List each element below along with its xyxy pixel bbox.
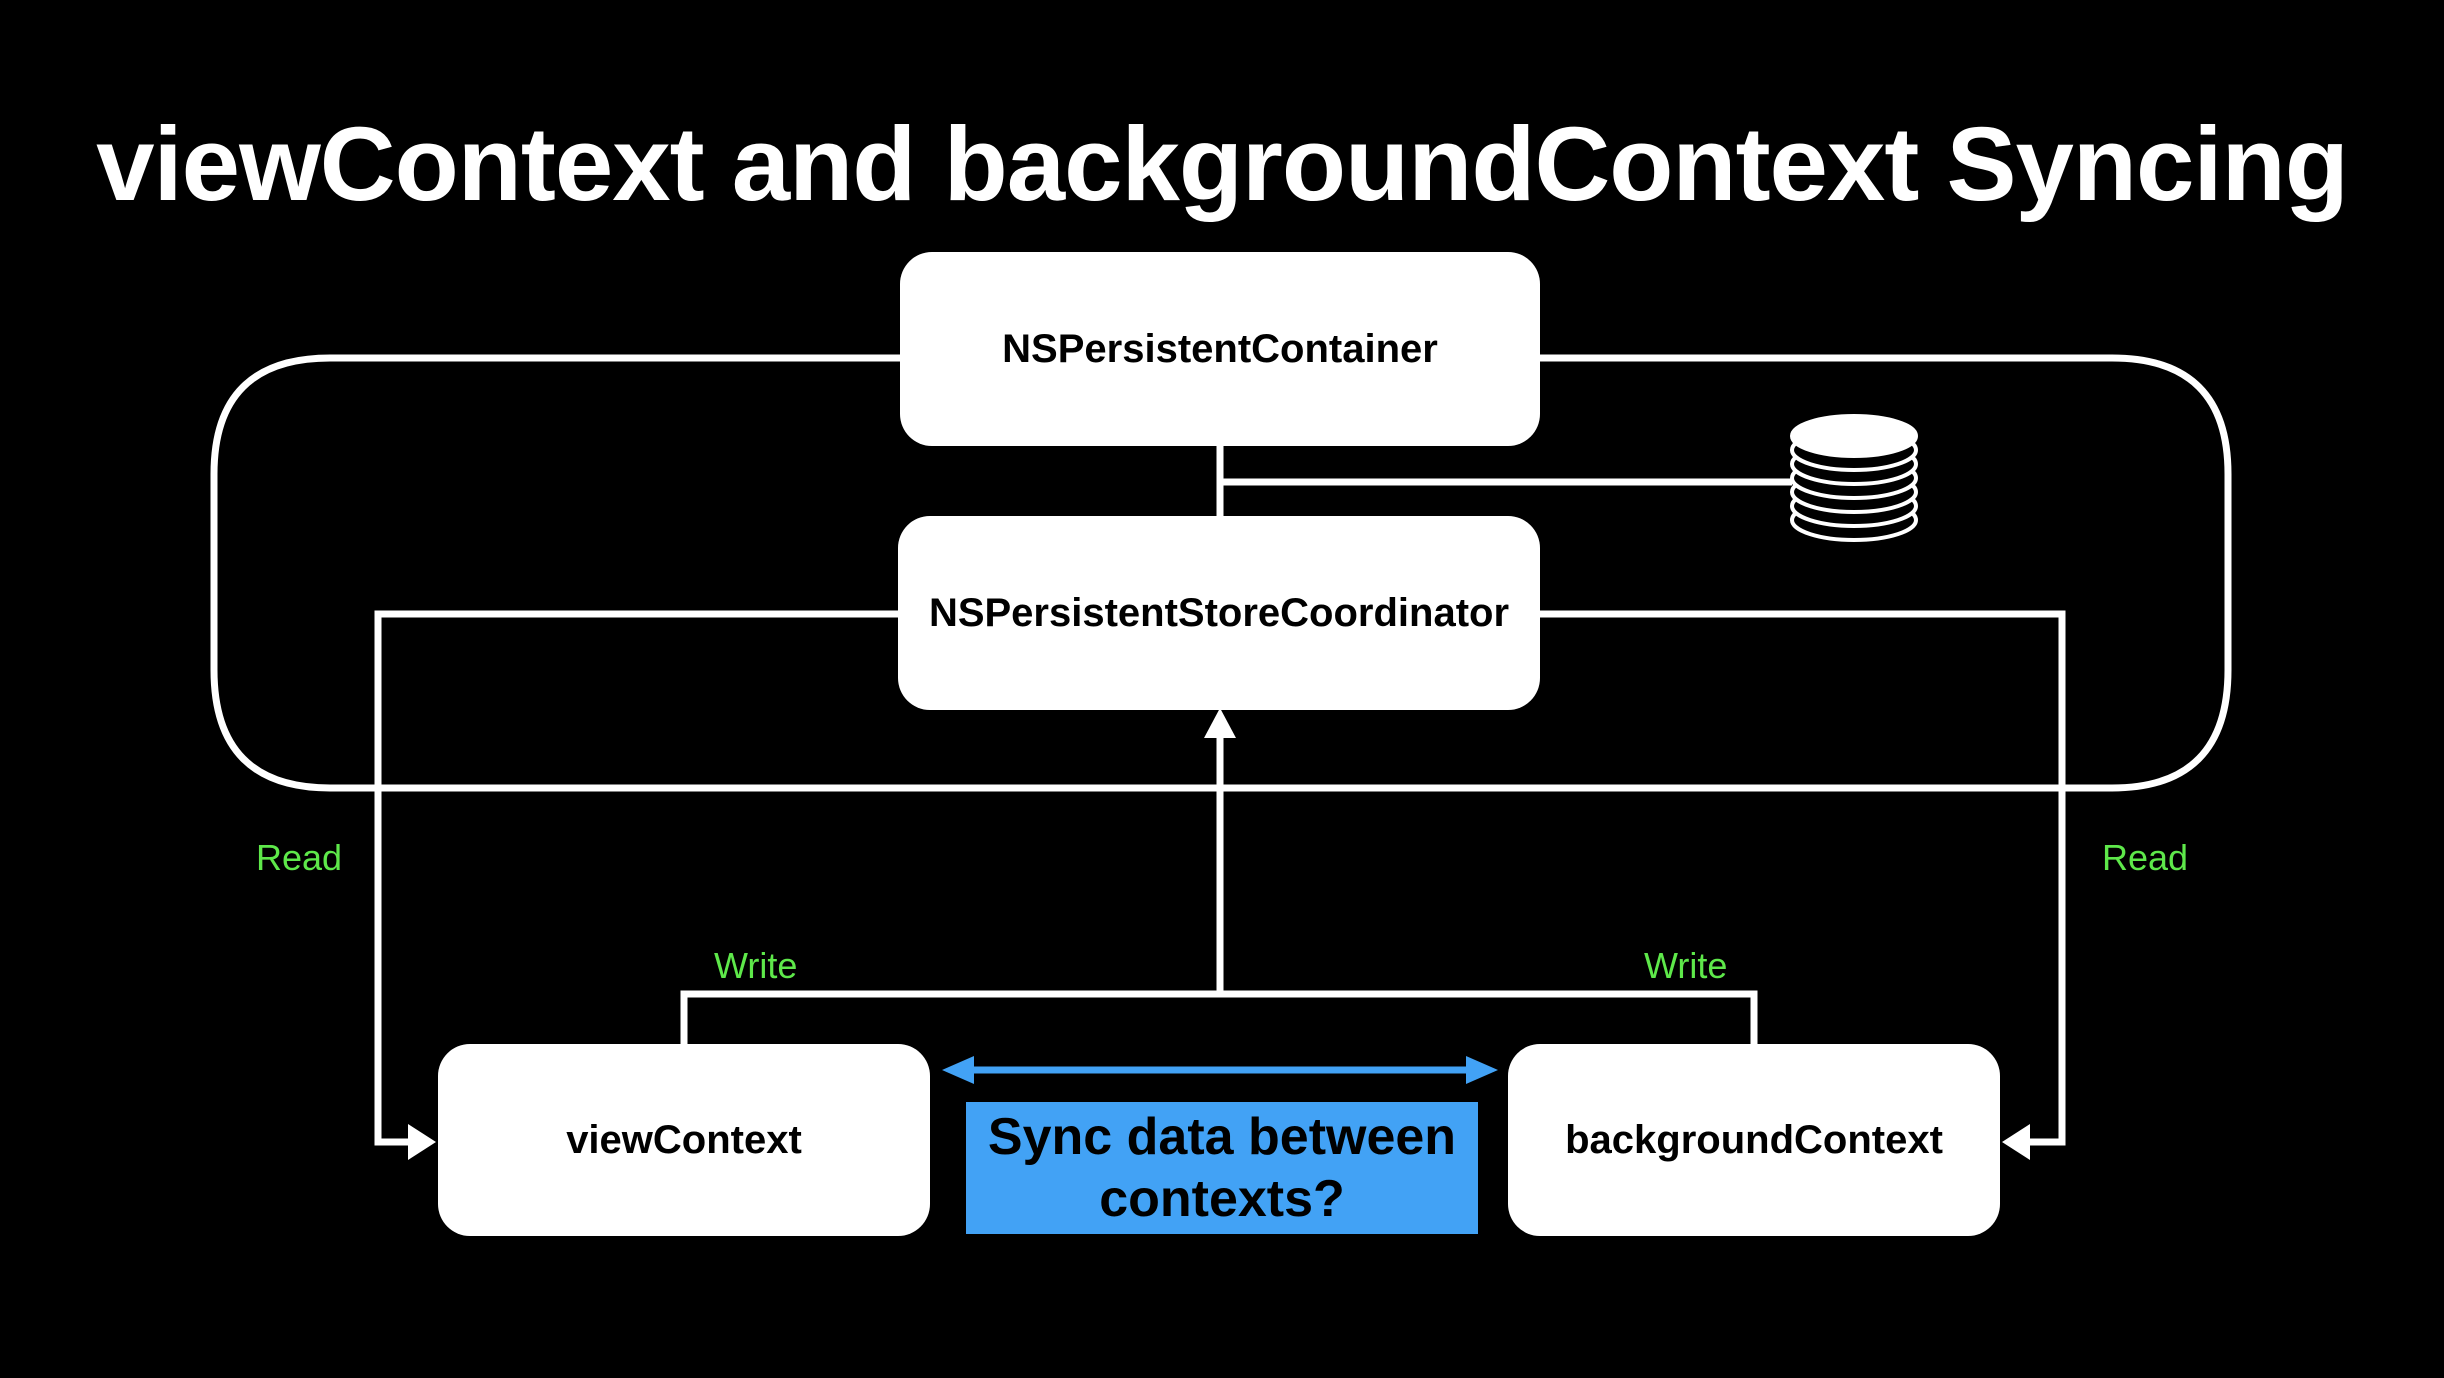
write-right-label: Write xyxy=(1644,945,1728,986)
store-coordinator-box: NSPersistentStoreCoordinator xyxy=(898,516,1540,710)
persistent-container-box: NSPersistentContainer xyxy=(900,252,1540,446)
read-right-label: Read xyxy=(2102,837,2189,878)
background-context-label: backgroundContext xyxy=(1565,1117,1943,1162)
page-title: viewContext and backgroundContext Syncin… xyxy=(96,106,2349,223)
read-left-connector xyxy=(374,610,900,1146)
write-arrowhead xyxy=(1204,708,1236,738)
read-right-arrowhead xyxy=(2002,1124,2030,1160)
read-right-connector xyxy=(1540,610,2066,1146)
sync-arrow-right-head xyxy=(1466,1056,1498,1084)
write-left-label: Write xyxy=(714,945,798,986)
read-left-arrowhead xyxy=(408,1124,436,1160)
sync-arrow-left-head xyxy=(942,1056,974,1084)
sync-question-box: Sync data between contexts? xyxy=(966,1102,1478,1234)
database-icon xyxy=(1790,414,1918,542)
background-context-box: backgroundContext xyxy=(1508,1044,2000,1236)
sync-question-text: Sync data between contexts? xyxy=(987,1108,1457,1228)
read-left-label: Read xyxy=(256,837,343,878)
store-coordinator-label: NSPersistentStoreCoordinator xyxy=(928,590,1510,635)
write-connector xyxy=(680,990,1758,1044)
view-context-box: viewContext xyxy=(438,1044,930,1236)
view-context-label: viewContext xyxy=(566,1117,802,1162)
persistent-container-label: NSPersistentContainer xyxy=(1002,326,1438,371)
